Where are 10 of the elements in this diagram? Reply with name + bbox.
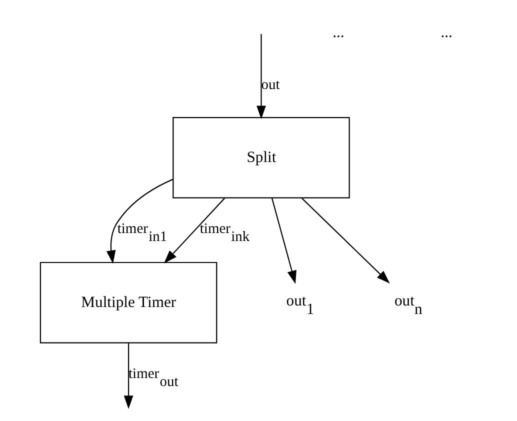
arrow: [123, 342, 133, 410]
arrow: [270, 198, 296, 284]
arrow: [163, 198, 225, 264]
node-box: Split: [172, 117, 350, 198]
label: ...: [332, 24, 344, 41]
arrow: [106, 178, 173, 264]
label: ...: [440, 24, 452, 41]
arrow: [256, 34, 266, 120]
node-box: Multiple Timer: [39, 262, 217, 344]
arrow: [300, 198, 390, 284]
